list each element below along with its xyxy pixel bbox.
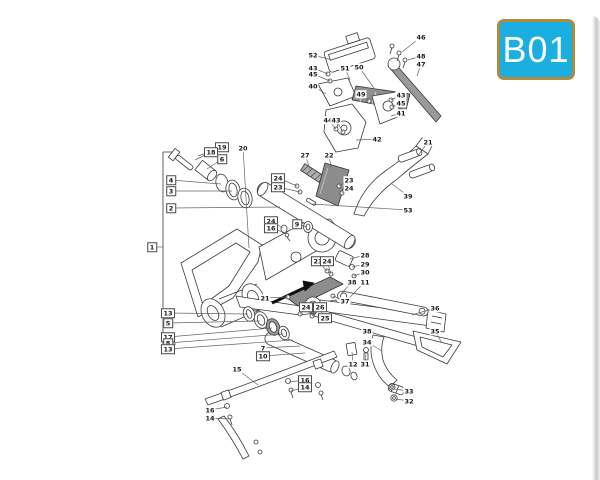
part-callout-1: 1 [147,242,157,252]
part-callout-26: 26 [312,302,328,312]
part-callout-33: 33 [403,386,415,395]
part-callout-42: 42 [371,134,383,143]
part-callout-13: 13 [160,308,176,318]
part-callout-44: 44 [322,115,334,124]
part-callout-45: 45 [307,69,319,78]
part-callout-24: 24 [298,302,314,312]
part-callout-12: 12 [347,359,359,368]
part-callout-20: 20 [237,143,249,152]
part-callout-19: 19 [214,142,230,152]
chain-guard [413,331,461,364]
part-callout-31: 31 [359,359,371,368]
part-callout-21: 21 [422,137,434,146]
page-code-text: B01 [502,28,570,70]
part-callout-7: 7 [259,343,267,352]
spindle-bolt [168,148,195,173]
part-callout-52: 52 [307,50,319,59]
part-callout-36: 36 [429,303,441,312]
part-callout-50: 50 [353,62,365,71]
part-callout-46: 46 [415,32,427,41]
part-callout-43: 43 [395,90,407,99]
part-callout-9: 9 [292,219,302,229]
part-callout-35: 35 [429,326,441,335]
part-callout-18: 18 [203,147,219,157]
part-callout-47: 47 [415,59,427,68]
page-code-badge: B01 [497,19,575,80]
part-callout-43: 43 [330,115,342,124]
part-callout-40: 40 [307,81,319,90]
part-callout-38: 38 [361,326,373,335]
part-callout-16: 16 [263,223,279,233]
part-callout-2: 2 [166,203,176,213]
part-callout-32: 32 [403,396,415,405]
chain-slider-upper [295,163,349,206]
part-callout-10: 10 [255,351,271,361]
part-callout-43: 43 [307,63,319,72]
brake-pedal [346,335,405,401]
part-callout-24: 24 [343,183,355,192]
part-callout-28: 28 [359,250,371,259]
part-callout-30: 30 [359,267,371,276]
part-callout-27: 27 [299,150,311,159]
part-callout-53: 53 [402,205,414,214]
part-callout-49: 49 [355,89,367,98]
chain-rail [205,351,337,459]
part-callout-14: 14 [297,382,313,392]
part-callout-13: 13 [160,344,176,354]
swingarm-lower-fork [305,297,446,346]
part-callout-14: 14 [204,413,216,422]
part-callout-25: 25 [317,313,333,323]
part-callout-15: 15 [231,364,243,373]
part-callout-37: 37 [339,296,351,305]
part-callout-48: 48 [415,51,427,60]
part-callout-29: 29 [359,259,371,268]
part-callout-3: 3 [166,186,176,196]
brake-lever [306,138,436,216]
panel-right-edge [592,16,600,480]
part-callout-21: 21 [259,293,271,302]
part-callout-4: 4 [166,175,176,185]
part-callout-45: 45 [395,98,407,107]
pivot-bearing-stack [241,222,312,342]
part-callout-34: 34 [361,337,373,346]
part-callout-16: 16 [204,405,216,414]
part-callout-22: 22 [323,150,335,159]
part-callout-24: 24 [319,256,335,266]
part-callout-38: 38 [346,277,358,286]
part-callout-23: 23 [270,182,286,192]
part-callout-39: 39 [402,191,414,200]
part-callout-5: 5 [163,318,173,328]
master-cylinder-assembly [318,30,441,152]
part-callout-11: 11 [359,277,371,286]
part-callout-23: 23 [343,175,355,184]
pivot-spindle [255,180,358,251]
part-callout-41: 41 [395,108,407,117]
part-callout-51: 51 [339,63,351,72]
part-callout-6: 6 [217,154,227,164]
